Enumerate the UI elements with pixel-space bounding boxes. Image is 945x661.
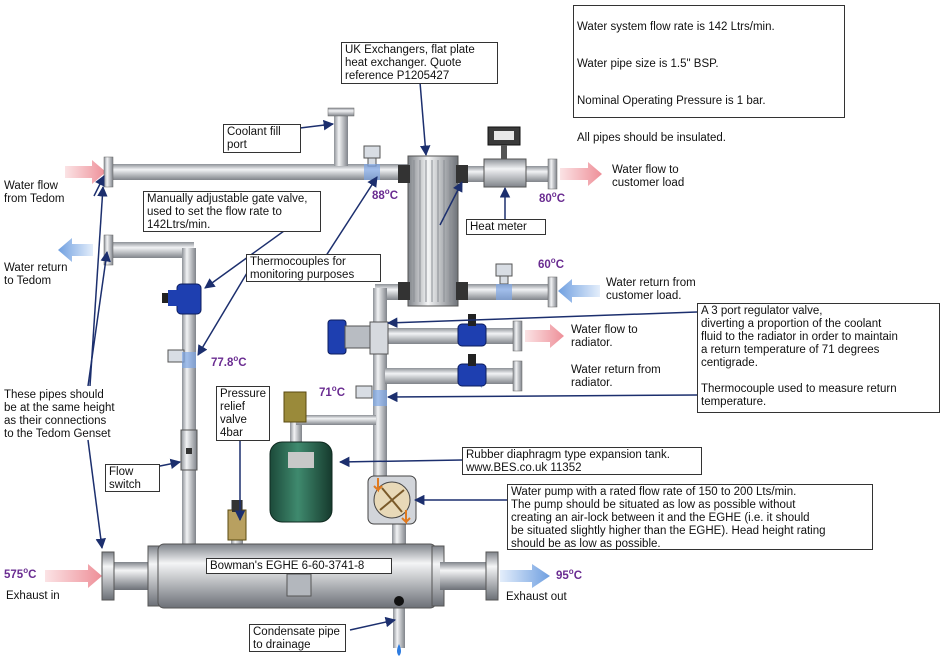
info-pressure: Nominal Operating Pressure is 1 bar. — [577, 95, 766, 107]
flow-switch — [180, 429, 198, 471]
leader-arrows — [87, 69, 698, 631]
info-flow-rate: Water system flow rate is 142 Ltrs/min. — [577, 21, 775, 33]
gate-valve-callout: Manually adjustable gate valve, used to … — [143, 191, 321, 232]
exhaust-out-label: Exhaust out — [506, 591, 567, 603]
condensate-callout: Condensate pipe to drainage — [249, 624, 346, 652]
heat-meter-callout: Heat meter — [466, 219, 546, 235]
pipe-sensor-bands — [182, 164, 512, 406]
thermocouples-callout: Thermocouples for monitoring purposes — [246, 254, 381, 282]
return-to-tedom-arrow — [58, 238, 93, 262]
pressure-relief-valve — [227, 500, 247, 541]
flow-to-radiator-arrow — [525, 324, 564, 348]
water-return-from-customer-label: Water return from customer load. — [606, 277, 696, 302]
return-from-customer-arrow — [558, 279, 600, 303]
water-pump — [367, 475, 417, 525]
info-insulation: All pipes should be insulated. — [577, 132, 726, 144]
coolant-fill-callout: Coolant fill port — [223, 124, 301, 153]
temp-77-8: 77.8oC — [211, 354, 247, 369]
heat-exchanger-callout: UK Exchangers, flat plate heat exchanger… — [341, 42, 498, 84]
heat-meter — [483, 126, 527, 188]
pressure-relief-callout: Pressure relief valve 4bar — [216, 386, 270, 441]
flow-switch-callout: Flow switch — [105, 464, 160, 492]
flow-in-tedom-arrow — [65, 160, 106, 184]
flow-to-customer-arrow — [560, 162, 602, 186]
temp-80: 80oC — [539, 190, 565, 205]
drain-drop-icon — [397, 644, 401, 656]
temp-60: 60oC — [538, 256, 564, 271]
water-flow-to-customer-label: Water flow to customer load — [612, 164, 685, 189]
pump-callout: Water pump with a rated flow rate of 150… — [507, 484, 873, 550]
water-flow-to-radiator-label: Water flow to radiator. — [571, 324, 638, 349]
water-return-from-radiator-label: Water return from radiator. — [571, 364, 661, 389]
thermocouples — [167, 145, 513, 399]
water-flow-from-tedom-label: Water flow from Tedom — [4, 180, 65, 205]
expansion-tank-callout: Rubber diaphragm type expansion tank. ww… — [462, 447, 702, 475]
expansion-tank — [269, 391, 333, 523]
eghe-callout: Bowman's EGHE 6-60-3741-8 — [206, 558, 392, 574]
three-port-regulator-valve — [327, 319, 389, 355]
regulator-valve-callout: A 3 port regulator valve, diverting a pr… — [697, 303, 940, 413]
gate-valve — [162, 283, 202, 315]
exhaust-in-arrow — [45, 564, 102, 588]
temp-71: 71oC — [319, 384, 345, 399]
plate-heat-exchanger — [398, 155, 468, 307]
temp-95: 95oC — [556, 567, 582, 582]
water-return-to-tedom-label: Water return to Tedom — [4, 262, 68, 287]
temp-575: 575oC — [4, 566, 37, 581]
system-info-box: Water system flow rate is 142 Ltrs/min. … — [573, 5, 845, 144]
info-pipe-size: Water pipe size is 1.5" BSP. — [577, 58, 719, 70]
exhaust-out-arrow — [500, 564, 550, 588]
radiator-valves — [457, 314, 487, 387]
temp-88: 88oC — [372, 187, 398, 202]
exhaust-gas-heat-exchanger — [101, 543, 499, 609]
exhaust-in-label: Exhaust in — [6, 590, 60, 602]
same-height-note: These pipes should be at the same height… — [4, 389, 115, 440]
